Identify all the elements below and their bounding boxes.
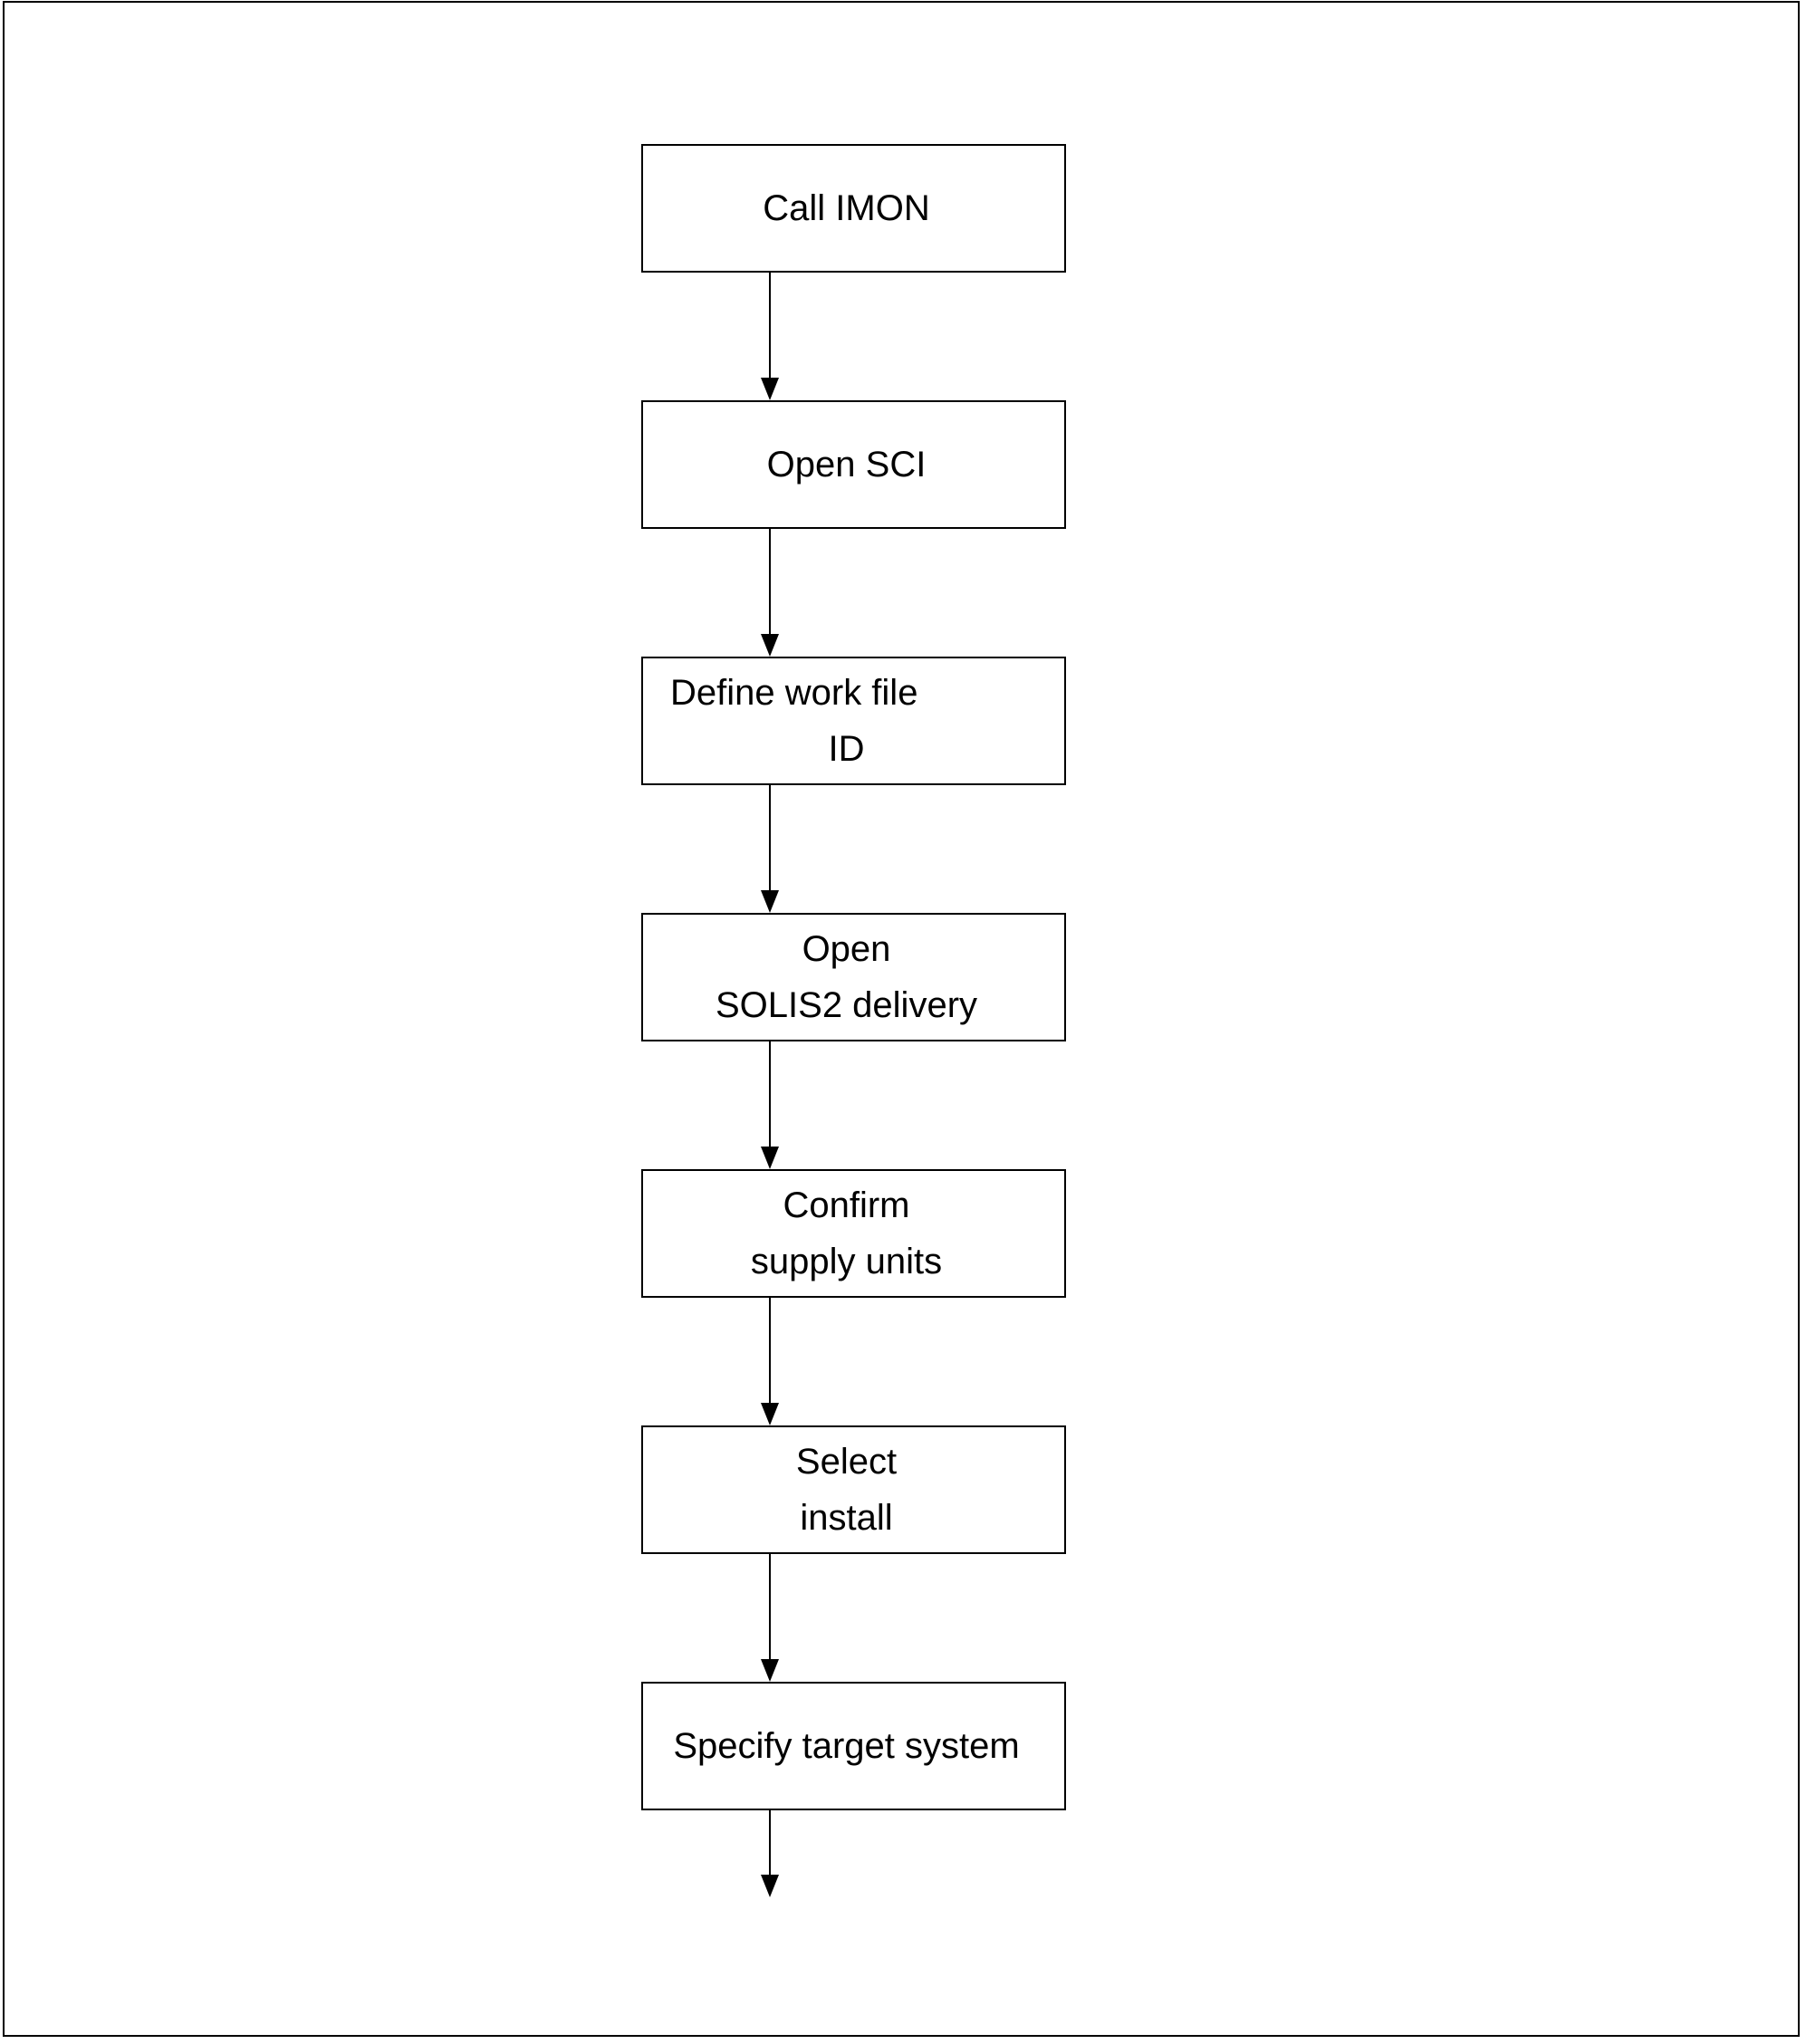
flow-node-label: ID [828,729,865,769]
flow-node-label: Open [802,929,891,969]
arrow-down-connector [761,273,779,400]
flow-node-label: supply units [750,1242,943,1281]
arrowhead-down-icon [761,634,779,657]
arrow-shaft [769,785,771,892]
flow-node-label: install [800,1498,893,1538]
arrow-shaft [769,529,771,636]
arrow-down-connector [761,785,779,913]
arrow-shaft [769,1810,771,1876]
arrow-down-connector [761,1554,779,1682]
page-border [3,1,1800,2037]
flow-node-call-imon: Call IMON [641,144,1066,273]
arrowhead-down-icon [761,378,779,400]
arrowhead-down-icon [761,890,779,913]
arrow-down-connector [761,529,779,657]
flow-node-label: Select [795,1442,898,1482]
flow-node-open-solis2-delivery: Open SOLIS2 delivery [641,913,1066,1041]
flow-node-label: SOLIS2 delivery [715,985,978,1025]
arrow-down-continuation [761,1810,779,1897]
flow-node-label: Specify target system [673,1726,1020,1766]
arrow-shaft [769,1554,771,1661]
flow-node-label: Define work file [670,673,918,713]
arrowhead-down-icon [761,1659,779,1682]
arrowhead-down-icon [761,1403,779,1425]
flow-node-define-work-file-id: Define work file ID [641,657,1066,785]
flow-node-label: Confirm [783,1185,910,1225]
arrow-shaft [769,273,771,379]
arrow-shaft [769,1298,771,1405]
arrowhead-down-icon [761,1147,779,1169]
arrowhead-down-icon [761,1875,779,1897]
flow-node-label: Call IMON [763,188,930,228]
flow-node-open-sci: Open SCI [641,400,1066,529]
arrow-shaft [769,1041,771,1148]
flow-node-specify-target-system: Specify target system [641,1682,1066,1810]
arrow-down-connector [761,1041,779,1169]
flow-node-label: Open SCI [766,445,927,485]
flow-node-confirm-supply-units: Confirm supply units [641,1169,1066,1298]
flow-node-select-install: Select install [641,1425,1066,1554]
arrow-down-connector [761,1298,779,1425]
